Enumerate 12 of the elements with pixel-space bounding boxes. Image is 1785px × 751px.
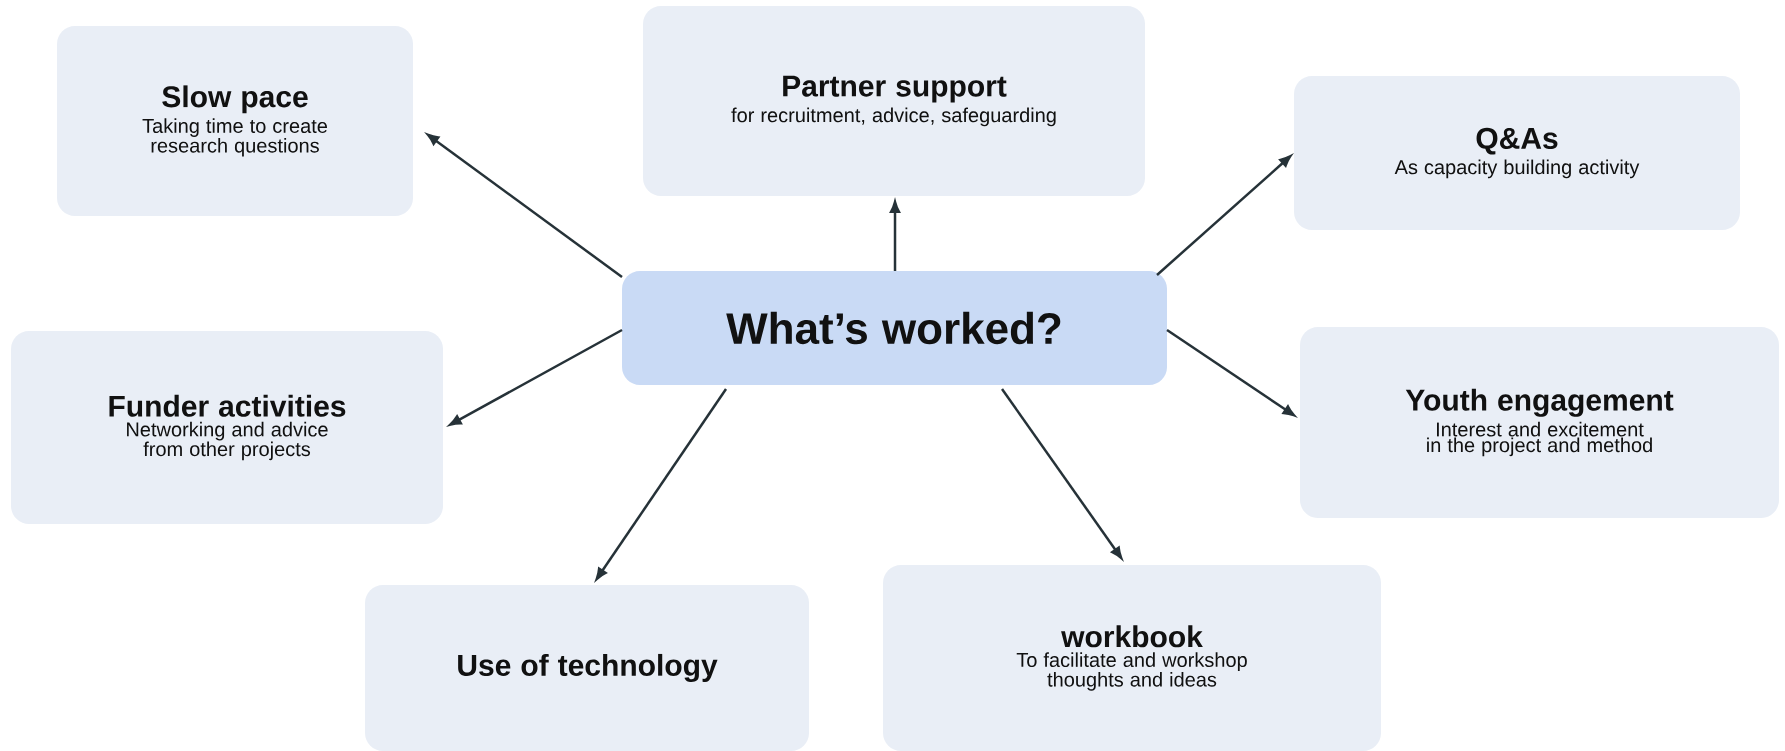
topic-box: Use of technology <box>365 585 809 751</box>
central-box: What’s worked? <box>622 271 1167 385</box>
topic-box: Q&As As capacity building activity <box>1294 76 1740 230</box>
topic-box: Youth engagement Interest and excitement in the project and method <box>1300 327 1779 518</box>
topic-box: workbook To facilitate and workshop thoughts and ideas <box>883 565 1381 751</box>
arrow <box>1156 155 1292 276</box>
arrow <box>889 200 901 271</box>
topic-box: Partner support for recruitment, advice, safeguarding <box>643 6 1145 196</box>
topic-box: Funder activities Networking and advice from other projects <box>11 331 443 524</box>
arrow <box>426 133 623 278</box>
topic-box: Slow pace Taking time to create research questions <box>57 26 413 216</box>
arrow <box>449 328 623 426</box>
